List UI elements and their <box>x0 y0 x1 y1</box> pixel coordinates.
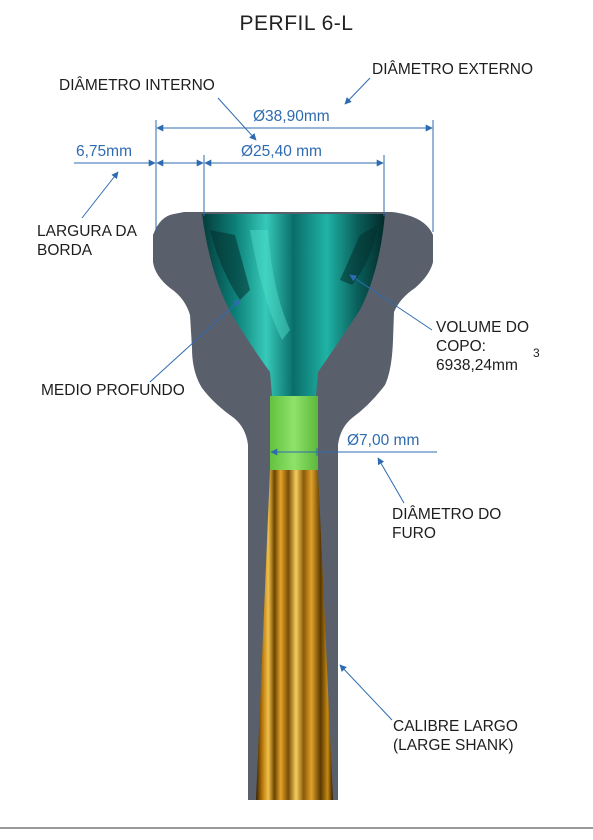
cup-cavity <box>202 214 385 396</box>
leader-external <box>344 77 371 105</box>
rim-width-value: 6,75mm <box>76 143 132 160</box>
cup-shadow-right <box>340 225 378 285</box>
leader-internal <box>217 97 257 141</box>
label-cup-depth: MEDIO PROFUNDO <box>41 382 185 399</box>
leader-cup-depth <box>149 299 241 383</box>
label-cup-volume: VOLUME DO COPO: 6938,24mm <box>436 319 530 374</box>
label-shank: CALIBRE LARGO (LARGE SHANK) <box>393 718 518 754</box>
leader-bore <box>377 457 405 504</box>
page-title: PERFIL 6-L <box>239 12 354 35</box>
bore-section <box>270 396 318 470</box>
label-bore-diameter: DIÂMETRO DO FURO <box>392 506 502 542</box>
label-cup-volume-exponent: 3 <box>533 346 540 360</box>
label-rim-width: LARGURA DA BORDA <box>37 223 137 259</box>
label-internal-diameter: DIÂMETRO INTERNO <box>59 77 215 94</box>
external-diameter-value: Ø38,90mm <box>253 108 330 125</box>
cup-shadow <box>210 230 250 300</box>
leader-shank <box>339 664 393 721</box>
bore-diameter-value: Ø7,00 mm <box>347 432 420 449</box>
label-external-diameter: DIÂMETRO EXTERNO <box>372 61 534 78</box>
cup-highlight <box>250 230 290 340</box>
leader-rim <box>81 171 119 219</box>
leader-cup-volume <box>349 274 433 331</box>
shank-backbore <box>256 470 333 800</box>
internal-diameter-value: Ø25,40 mm <box>241 143 322 160</box>
